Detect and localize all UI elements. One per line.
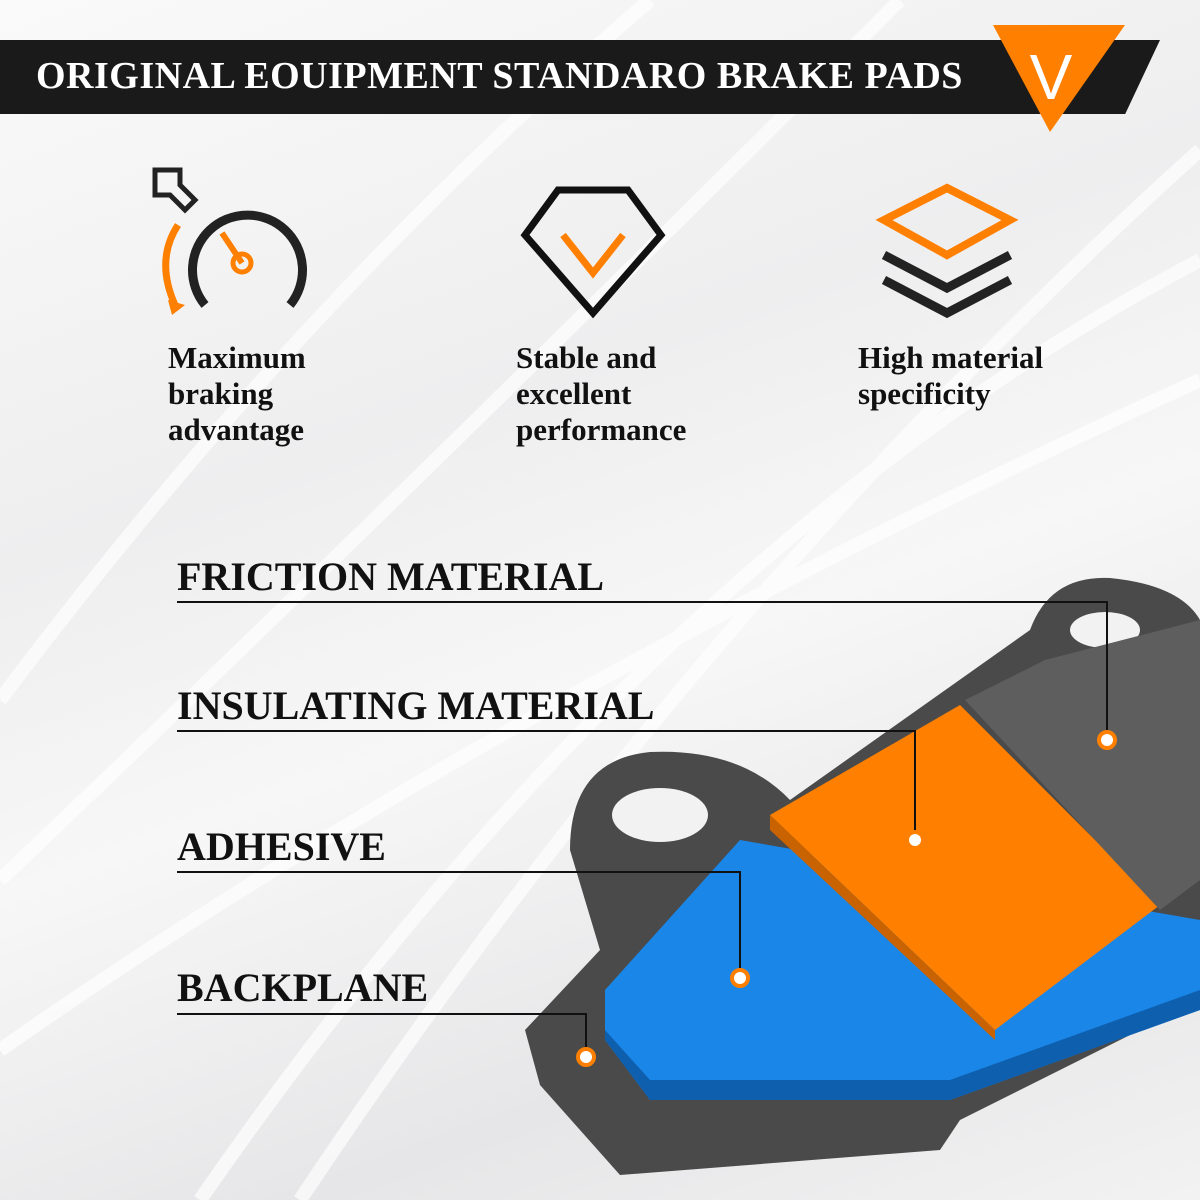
feature-text-braking: Maximum braking advantage: [168, 340, 306, 447]
speedometer-brake-icon: [152, 167, 307, 315]
insulating-layer-edge: [770, 815, 995, 1040]
backplane-leader-line: [177, 1013, 587, 1055]
backplate-mounting-hole: [1070, 612, 1140, 648]
backplate-mounting-hole: [612, 788, 708, 842]
feature-text-performance: Stable and excellent performance: [516, 340, 687, 447]
header-title: ORIGINAL EOUIPMENT STANDARO BRAKE PADS: [36, 55, 963, 97]
label-backplane: BACKPLANE: [177, 965, 429, 1010]
backplane-marker: [576, 1047, 596, 1067]
adhesive-layer-edge: [605, 990, 1200, 1100]
label-insulating-material: INSULATING MATERIAL: [177, 683, 655, 728]
friction-layer: [965, 620, 1200, 910]
layers-icon: [875, 183, 1019, 319]
header-banner: [0, 40, 1160, 114]
friction-leader-line: [177, 601, 1108, 738]
insulating-leader-line: [177, 730, 916, 838]
adhesive-marker: [730, 968, 750, 988]
label-friction-material: FRICTION MATERIAL: [177, 554, 605, 599]
feature-text-material: High material specificity: [858, 340, 1044, 411]
friction-marker: [1097, 730, 1117, 750]
brand-logo: V: [990, 24, 1130, 136]
brand-logo-icon: [993, 25, 1125, 132]
brand-logo-letter: V: [1029, 41, 1073, 113]
label-adhesive: ADHESIVE: [177, 824, 386, 869]
adhesive-leader-line: [177, 871, 741, 976]
insulating-marker: [905, 830, 925, 850]
diamond-v-icon: [520, 186, 666, 319]
insulating-layer: [770, 705, 1160, 1030]
